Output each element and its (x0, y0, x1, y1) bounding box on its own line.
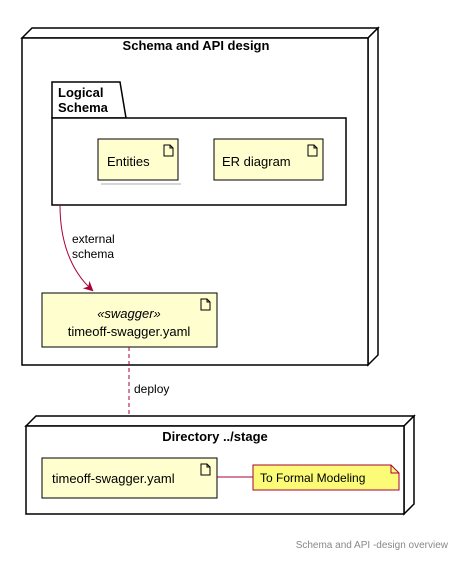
node-stage-title: Directory ../stage (162, 429, 268, 444)
artifact-icon (163, 144, 174, 157)
artifact-swagger: «swagger» timeoff-swagger.yaml (41, 292, 218, 348)
artifact-icon (307, 144, 318, 157)
edge-external-line2: schema (72, 247, 114, 261)
package-title-line2: Schema (58, 100, 109, 115)
artifact-icon (200, 298, 211, 311)
note-text: To Formal Modeling (260, 471, 365, 485)
artifact-swagger-stereotype: «swagger» (97, 306, 161, 321)
note-formal-modeling: To Formal Modeling (217, 464, 400, 491)
edge-external-line1: external (72, 232, 115, 246)
artifact-entities: Entities (97, 138, 181, 185)
edge-deploy-label: deploy (134, 382, 169, 396)
artifact-icon (200, 463, 211, 476)
artifact-entities-label: Entities (107, 154, 150, 169)
node-schema-title: Schema and API design (123, 38, 270, 53)
diagram-footer: Schema and API -design overview (296, 540, 449, 551)
artifact-stage-name: timeoff-swagger.yaml (52, 471, 175, 486)
artifact-swagger-name: timeoff-swagger.yaml (68, 324, 191, 339)
package-title-line1: Logical (58, 85, 104, 100)
edge-external-schema: external schema (59, 204, 115, 292)
artifact-er-diagram-label: ER diagram (222, 154, 291, 169)
artifact-stage-swagger: timeoff-swagger.yaml (41, 457, 218, 499)
artifact-er-diagram: ER diagram (213, 138, 324, 181)
edge-deploy: deploy (124, 347, 169, 458)
